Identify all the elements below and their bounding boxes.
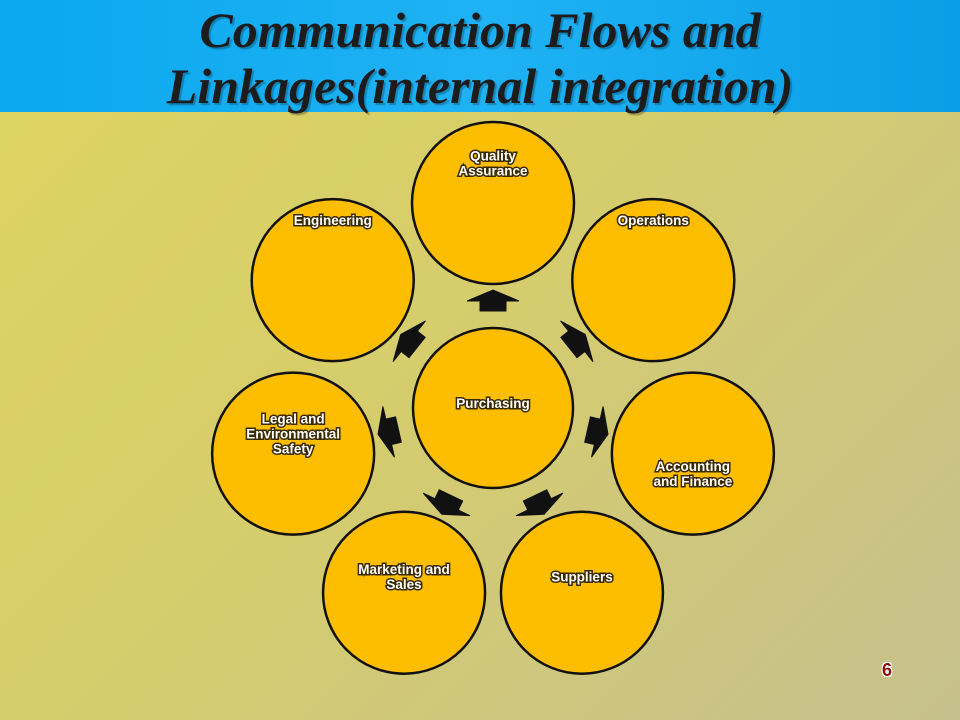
node-legal-environmental-safety-label: Legal and — [262, 412, 325, 427]
header-band — [0, 0, 960, 112]
node-accounting-finance-label: and Finance — [653, 474, 732, 489]
node-quality-assurance-circle — [410, 120, 576, 286]
node-legal-environmental-safety-label: Environmental — [246, 427, 340, 442]
node-suppliers: Suppliers — [499, 510, 665, 675]
node-suppliers-label: Suppliers — [551, 570, 613, 585]
arrow-to-quality-assurance — [466, 289, 520, 312]
node-operations-circle — [571, 197, 736, 363]
node-operations: Operations — [571, 197, 736, 363]
arrow-to-suppliers — [515, 489, 564, 517]
node-accounting-finance-label: Accounting — [656, 459, 730, 474]
node-engineering: Engineering — [250, 197, 415, 363]
node-quality-assurance-label: Quality — [470, 149, 516, 164]
page-number: 6 — [882, 660, 893, 680]
node-marketing-sales-label: Marketing and — [358, 562, 450, 577]
title-line-1: Communication Flows and — [199, 2, 761, 58]
node-purchasing: Purchasing — [411, 326, 575, 490]
arrow-to-marketing-sales — [422, 489, 471, 517]
node-operations-label: Operations — [618, 213, 689, 228]
node-legal-environmental-safety-circle — [210, 371, 376, 536]
arrow-to-accounting-finance — [584, 406, 609, 458]
node-engineering-circle — [250, 197, 415, 363]
arrow-to-legal-environmental-safety — [377, 406, 402, 458]
department-nodes: QualityAssuranceOperationsAccountingand … — [210, 120, 776, 675]
node-legal-environmental-safety-label: Safety — [273, 442, 314, 457]
node-purchasing-label: Purchasing — [456, 396, 530, 411]
node-quality-assurance-label: Assurance — [458, 164, 528, 179]
node-marketing-sales-circle — [321, 510, 487, 675]
node-marketing-sales-label: Sales — [386, 577, 421, 592]
title-line-2: Linkages(internal integration) — [166, 58, 794, 114]
arrow-to-engineering — [392, 320, 426, 362]
center-node: Purchasing — [411, 326, 575, 490]
node-accounting-finance-circle — [610, 371, 776, 536]
arrows — [377, 289, 609, 517]
node-suppliers-circle — [499, 510, 665, 675]
arrow-to-operations — [560, 320, 594, 362]
node-purchasing-circle — [411, 326, 575, 490]
node-engineering-label: Engineering — [294, 213, 372, 228]
slide-title: Communication Flows and Linkages(interna… — [0, 2, 960, 114]
